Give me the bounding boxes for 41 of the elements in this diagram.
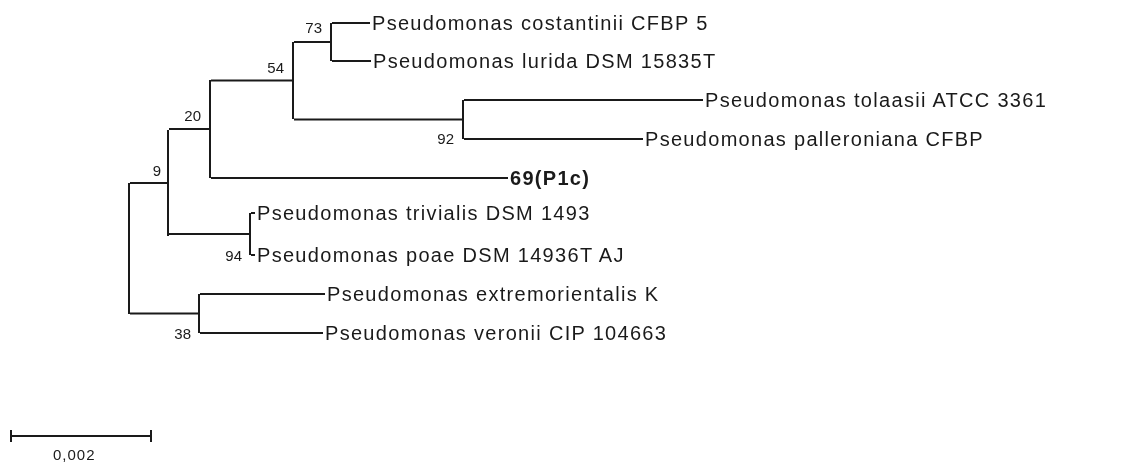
taxon-label: Pseudomonas trivialis DSM 1493 xyxy=(257,202,591,224)
branch-line xyxy=(250,254,256,256)
branch-line xyxy=(293,41,331,43)
bootstrap-value: 9 xyxy=(152,161,161,179)
branch-line xyxy=(331,22,371,24)
taxon-label: Pseudomonas poae DSM 14936T AJ xyxy=(257,244,625,266)
branch-line xyxy=(462,100,464,139)
branch-line xyxy=(293,118,463,121)
branch-line xyxy=(199,293,326,295)
taxon-label: Pseudomonas tolaasii ATCC 3361 xyxy=(705,89,1048,111)
branch-line xyxy=(292,42,294,119)
branch-line xyxy=(128,183,130,314)
branch-line xyxy=(463,138,644,140)
bootstrap-value: 38 xyxy=(174,324,191,342)
bootstrap-value: 20 xyxy=(184,106,201,124)
taxon-label: 69(P1c) xyxy=(510,167,591,189)
bootstrap-value: 73 xyxy=(305,18,322,36)
taxon-label: Pseudomonas lurida DSM 15835T xyxy=(373,50,717,72)
branch-line xyxy=(198,294,200,333)
branch-line xyxy=(210,177,509,179)
taxon-label: Pseudomonas palleroniana CFBP xyxy=(645,128,984,150)
branch-line xyxy=(330,23,332,61)
branch-line xyxy=(210,79,293,82)
branch-line xyxy=(129,182,168,184)
taxon-label: Pseudomonas extremorientalis K xyxy=(327,283,660,305)
bootstrap-value: 54 xyxy=(267,58,284,76)
branch-line xyxy=(168,233,250,235)
branch-line xyxy=(129,312,199,315)
branch-line xyxy=(249,213,251,255)
branch-line xyxy=(168,128,210,130)
branch-line xyxy=(463,99,704,101)
bootstrap-value: 92 xyxy=(437,129,454,147)
branch-line xyxy=(199,332,324,334)
bootstrap-value: 94 xyxy=(225,246,242,264)
branch-line xyxy=(331,60,372,62)
branch-line xyxy=(250,212,256,214)
branch-line xyxy=(167,130,169,236)
taxon-label: Pseudomonas veronii CIP 104663 xyxy=(325,322,668,344)
taxon-label: Pseudomonas costantinii CFBP 5 xyxy=(372,12,709,34)
scale-label: 0,002 xyxy=(53,446,96,463)
branch-line xyxy=(209,80,211,178)
